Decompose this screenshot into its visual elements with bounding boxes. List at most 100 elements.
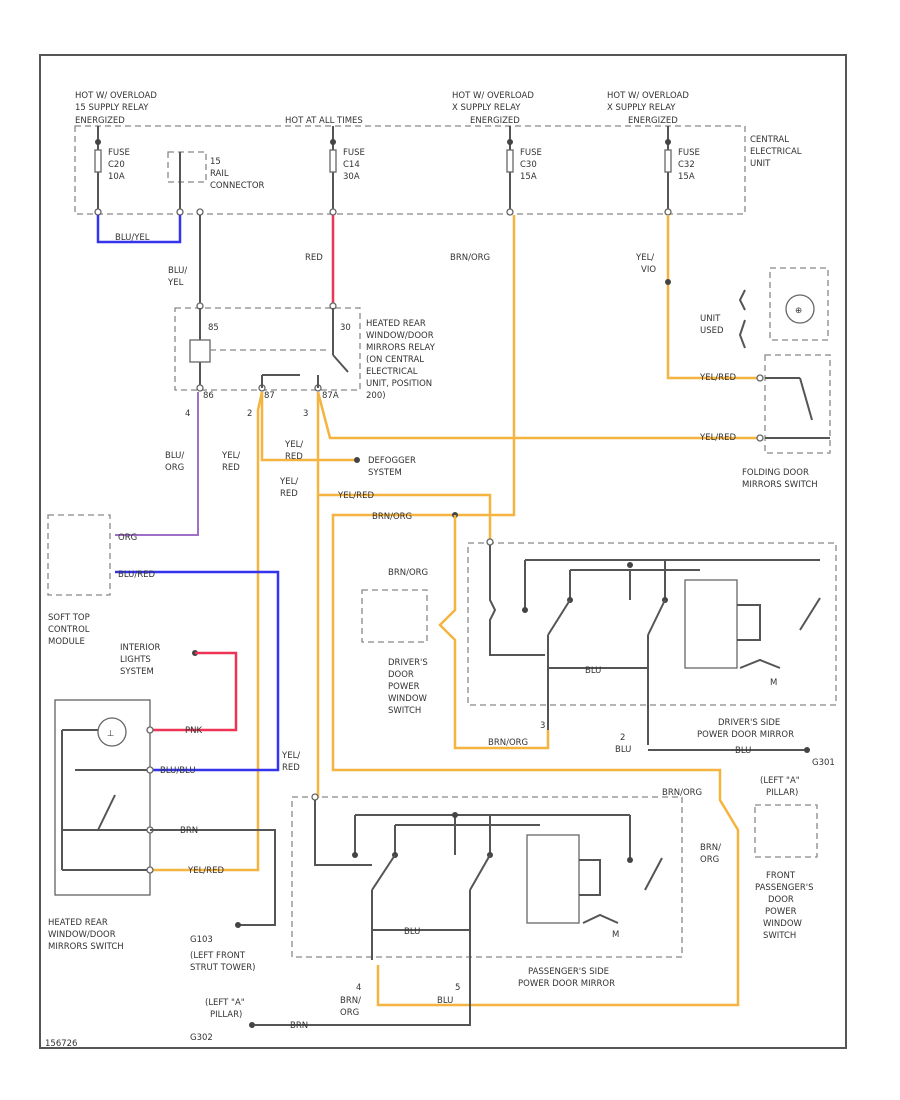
label-brn-org-v4: ORG — [340, 1008, 359, 1018]
svg-text:BLU: BLU — [404, 927, 420, 937]
svg-text:DRIVER'S SIDE: DRIVER'S SIDE — [718, 718, 780, 728]
pin-small-5: 5 — [455, 983, 460, 993]
heated-rear-window-relay: 85 30 86 87 87A HEATED REAR WINDOW/DOOR … — [174, 302, 436, 419]
wire-pnk — [150, 651, 238, 732]
svg-text:15: 15 — [210, 157, 221, 167]
fuse-c30: FUSE C30 15A — [506, 126, 542, 210]
svg-text:2: 2 — [247, 409, 252, 419]
central-unit-line2: ELECTRICAL — [750, 147, 802, 157]
svg-text:MIRRORS SWITCH: MIRRORS SWITCH — [742, 480, 818, 490]
label-brn-org: BRN/ORG — [450, 253, 490, 263]
left-a-pillar-2-l1: (LEFT "A" — [205, 998, 245, 1008]
svg-text:PASSENGER'S: PASSENGER'S — [755, 883, 814, 893]
label-yel: YEL — [167, 278, 184, 288]
hot-at-all-times: HOT AT ALL TIMES — [285, 116, 363, 126]
svg-text:SWITCH: SWITCH — [763, 931, 796, 941]
hot-supply-1-line2: 15 SUPPLY RELAY — [75, 103, 149, 113]
pin-small-4: 4 — [356, 983, 361, 993]
svg-text:POWER DOOR MIRROR: POWER DOOR MIRROR — [518, 979, 615, 989]
wire-yel-red-driver — [318, 493, 492, 540]
svg-text:30: 30 — [340, 323, 351, 333]
label-yel-red-4: RED — [285, 452, 303, 462]
label-yel-red-6: RED — [280, 489, 298, 499]
svg-text:BLU: BLU — [585, 666, 601, 676]
svg-text:BLU: BLU — [615, 745, 631, 755]
svg-text:FUSE: FUSE — [520, 148, 542, 158]
svg-text:RAIL: RAIL — [210, 169, 229, 179]
label-blu-v2-bottom: BLU — [437, 996, 453, 1006]
label-blu-org-1: BLU/ — [165, 451, 184, 461]
svg-text:87: 87 — [264, 391, 275, 401]
svg-text:(ON CENTRAL: (ON CENTRAL — [366, 355, 424, 365]
svg-text:BRN/ORG: BRN/ORG — [662, 788, 702, 798]
fuse-c32: FUSE C32 15A — [664, 126, 700, 210]
label-brn-org-v1: BRN/ — [700, 843, 721, 853]
label-blu-blu: BLU/BLU — [160, 766, 196, 776]
ground-g103: G103 — [190, 935, 213, 945]
wire-blu-red — [115, 570, 280, 772]
strut-tower-1: (LEFT FRONT — [190, 951, 246, 961]
ground-g301: G301 — [812, 758, 835, 768]
hot-supply-3-line2: X SUPPLY RELAY — [607, 103, 676, 113]
svg-text:FUSE: FUSE — [343, 148, 365, 158]
label-yel-red-3: YEL/ — [284, 440, 303, 450]
svg-text:UNIT, POSITION: UNIT, POSITION — [366, 379, 432, 389]
svg-text:C14: C14 — [343, 160, 360, 170]
wire-brn-org-driver-window — [438, 515, 550, 750]
svg-text:POWER DOOR MIRROR: POWER DOOR MIRROR — [697, 730, 794, 740]
svg-text:30A: 30A — [343, 172, 360, 182]
svg-text:DOOR: DOOR — [768, 895, 794, 905]
left-a-pillar-2-l2: PILLAR) — [210, 1010, 242, 1020]
svg-text:85: 85 — [208, 323, 219, 333]
svg-text:ELECTRICAL: ELECTRICAL — [366, 367, 418, 377]
svg-text:FRONT: FRONT — [766, 871, 796, 881]
svg-text:WINDOW/DOOR: WINDOW/DOOR — [366, 331, 434, 341]
fuse-c20: FUSE C20 10A — [94, 126, 130, 210]
interior-lights-3: SYSTEM — [120, 667, 154, 677]
left-a-pillar-1-l2: PILLAR) — [766, 788, 798, 798]
svg-text:UNIT: UNIT — [700, 314, 721, 324]
svg-text:SOFT TOP: SOFT TOP — [48, 613, 90, 623]
svg-text:WINDOW: WINDOW — [388, 694, 428, 704]
svg-text:MODULE: MODULE — [48, 637, 85, 647]
svg-text:⊕: ⊕ — [795, 306, 802, 316]
fuse-c14: FUSE C14 30A — [329, 126, 365, 210]
svg-text:3: 3 — [303, 409, 308, 419]
label-yel-red-h3: YEL/RED — [337, 491, 374, 501]
svg-text:HEATED REAR: HEATED REAR — [48, 918, 108, 928]
svg-text:4: 4 — [185, 409, 190, 419]
svg-text:MIRRORS RELAY: MIRRORS RELAY — [366, 343, 436, 353]
hot-supply-1-line3: ENERGIZED — [75, 116, 125, 126]
wire-yel-red-switch — [150, 391, 264, 872]
svg-text:15A: 15A — [678, 172, 695, 182]
label-red: RED — [305, 253, 323, 263]
central-electrical-unit-box — [74, 125, 746, 215]
rail-connector-15: 15 RAIL CONNECTOR — [167, 151, 265, 210]
svg-text:M: M — [770, 678, 777, 688]
svg-text:SWITCH: SWITCH — [388, 706, 421, 716]
label-blu-h: BLU — [735, 746, 751, 756]
svg-text:RED: RED — [282, 763, 300, 773]
hot-supply-3-line1: HOT W/ OVERLOAD — [607, 91, 689, 101]
wire-brn-org-passenger — [331, 513, 740, 1007]
svg-text:USED: USED — [700, 326, 724, 336]
hot-supply-2-line3: ENERGIZED — [470, 116, 520, 126]
svg-text:⊥: ⊥ — [107, 729, 114, 739]
svg-text:3: 3 — [540, 721, 545, 731]
svg-text:C20: C20 — [108, 160, 125, 170]
drivers-door-power-window-switch: DRIVER'S DOOR POWER WINDOW SWITCH — [361, 589, 428, 716]
svg-text:FUSE: FUSE — [678, 148, 700, 158]
label-pnk: PNK — [185, 726, 202, 736]
svg-text:DRIVER'S: DRIVER'S — [388, 658, 428, 668]
label-brn-org-h1: BRN/ORG — [372, 512, 412, 522]
hot-supply-2-line1: HOT W/ OVERLOAD — [452, 91, 534, 101]
svg-text:10A: 10A — [108, 172, 125, 182]
svg-text:86: 86 — [203, 391, 214, 401]
label-vio: VIO — [641, 265, 656, 275]
svg-text:2: 2 — [620, 733, 625, 743]
drivers-side-power-door-mirror: M BLU DRIVER'S SIDE POWER DOOR MIRROR 3 … — [467, 538, 837, 755]
label-brn-org-2: BRN/ORG — [388, 568, 428, 578]
label-yel-red-h4: YEL/RED — [187, 866, 224, 876]
label-yel-red-1: YEL/ — [221, 451, 240, 461]
svg-text:CONNECTOR: CONNECTOR — [210, 181, 265, 191]
